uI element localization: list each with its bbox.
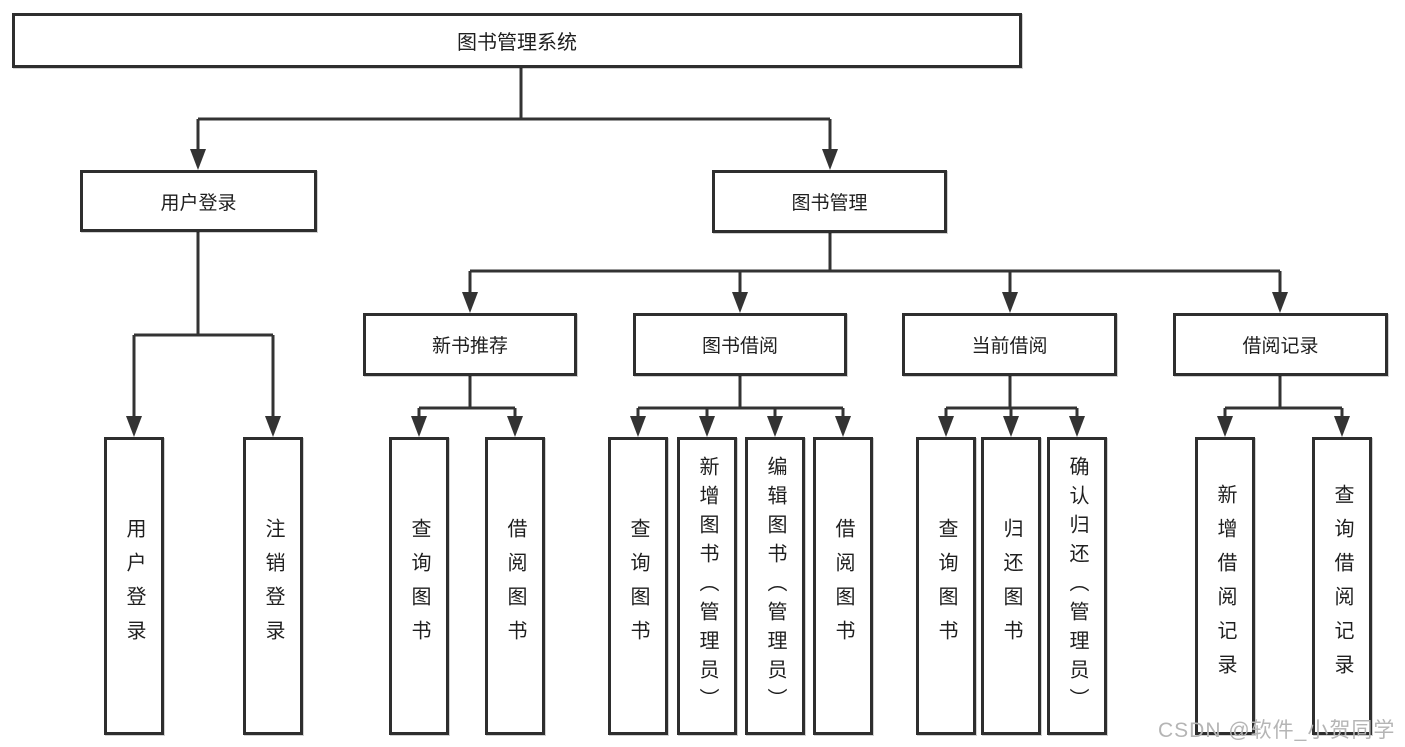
- node-leaf-search-book-2-label: 查询图书: [627, 518, 649, 654]
- node-leaf-search-book-3-label: 查询图书: [935, 518, 957, 654]
- node-leaf-add-book-admin-label: 新增图书（管理员）: [696, 455, 718, 717]
- node-borrow-records-label: 借阅记录: [1242, 336, 1319, 357]
- node-leaf-borrow-book-1-label: 借阅图书: [504, 518, 526, 654]
- node-leaf-return-book-label: 归还图书: [1000, 518, 1022, 654]
- node-book-borrow-label: 图书借阅: [701, 336, 778, 357]
- node-current-borrow-label: 当前借阅: [971, 336, 1048, 357]
- connector-newbooks-to-leaves: [411, 376, 523, 437]
- node-new-book-recommend-label: 新书推荐: [431, 336, 508, 357]
- node-leaf-borrow-book-2: 借阅图书: [813, 437, 873, 735]
- node-borrow-records: 借阅记录: [1173, 313, 1388, 376]
- watermark-text: CSDN @软件_小贺同学: [1158, 719, 1396, 742]
- node-current-borrow: 当前借阅: [902, 313, 1117, 376]
- node-leaf-search-book-2: 查询图书: [608, 437, 668, 735]
- node-leaf-search-borrow-record: 查询借阅记录: [1312, 437, 1372, 735]
- connector-currentborrow-to-leaves: [938, 376, 1085, 437]
- node-leaf-return-book: 归还图书: [981, 437, 1041, 735]
- node-leaf-add-book-admin: 新增图书（管理员）: [677, 437, 737, 735]
- connector-userlogin-to-leaves: [126, 232, 281, 437]
- connector-bookmgmt-to-level3: [462, 233, 1288, 313]
- node-book-management: 图书管理: [712, 170, 947, 233]
- node-book-borrow: 图书借阅: [633, 313, 847, 376]
- node-leaf-borrow-book-2-label: 借阅图书: [832, 518, 854, 654]
- node-root-label: 图书管理系统: [457, 32, 577, 54]
- node-leaf-search-book-3: 查询图书: [916, 437, 976, 735]
- node-root: 图书管理系统: [12, 13, 1022, 68]
- connector-borrowrecords-to-leaves: [1217, 376, 1350, 437]
- node-leaf-logout-label: 注销登录: [262, 518, 284, 654]
- node-leaf-add-borrow-record: 新增借阅记录: [1195, 437, 1255, 735]
- connector-bookborrow-to-leaves: [630, 376, 851, 437]
- node-leaf-search-book-1-label: 查询图书: [408, 518, 430, 654]
- node-leaf-user-login: 用户登录: [104, 437, 164, 735]
- node-leaf-user-login-label: 用户登录: [123, 518, 145, 654]
- node-book-management-label: 图书管理: [791, 193, 868, 214]
- node-leaf-confirm-return-admin: 确认归还（管理员）: [1047, 437, 1107, 735]
- node-new-book-recommend: 新书推荐: [363, 313, 577, 376]
- node-user-login-label: 用户登录: [160, 192, 237, 214]
- node-leaf-search-book-1: 查询图书: [389, 437, 449, 735]
- node-leaf-confirm-return-admin-label: 确认归还（管理员）: [1066, 455, 1088, 717]
- node-leaf-logout: 注销登录: [243, 437, 303, 735]
- node-user-login: 用户登录: [80, 170, 317, 232]
- node-leaf-borrow-book-1: 借阅图书: [485, 437, 545, 735]
- node-leaf-edit-book-admin: 编辑图书（管理员）: [745, 437, 805, 735]
- connector-root-to-level2: [190, 68, 838, 170]
- node-leaf-add-borrow-record-label: 新增借阅记录: [1214, 484, 1236, 688]
- node-leaf-search-borrow-record-label: 查询借阅记录: [1331, 484, 1353, 688]
- node-leaf-edit-book-admin-label: 编辑图书（管理员）: [764, 455, 786, 717]
